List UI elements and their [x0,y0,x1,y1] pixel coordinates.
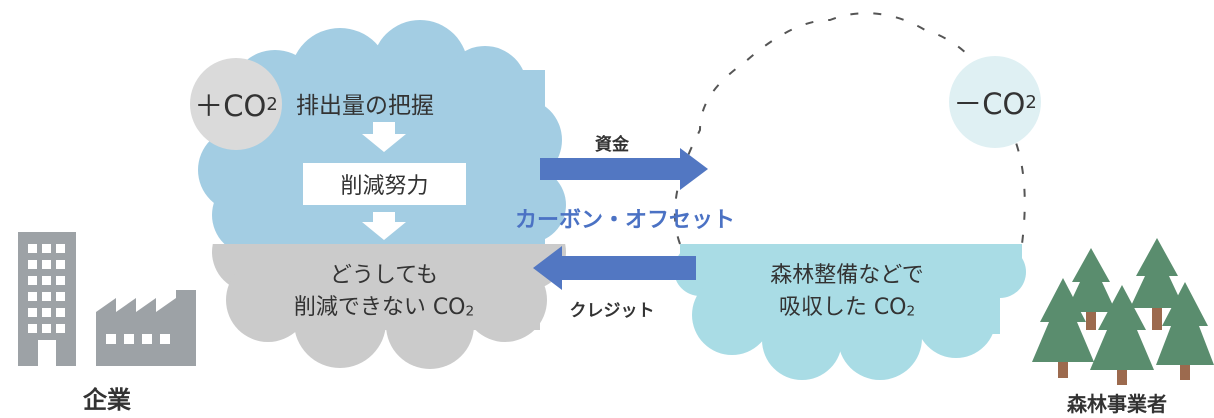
forest-maintenance-line1: 森林整備などで [770,263,924,288]
unavoidable-co2-subscript: 2 [465,303,475,320]
plus-co2-label: ＋CO [194,89,267,123]
emission-grasp-text: 排出量の把握 [296,93,434,119]
carbon-offset-label: カーボン・オフセット [514,208,736,233]
minus-co2-subscript: 2 [1025,91,1037,113]
funding-label: 資金 [595,135,629,155]
absorbed-co2-line2: 吸収した CO2 [779,289,915,321]
unavoidable-co2-line2: 削減できない CO2 [294,289,474,321]
down-arrow-1 [362,122,406,152]
forest-icon [1032,238,1214,385]
credit-arrow [533,246,696,290]
minus-co2-label: －CO [953,87,1026,121]
reduction-effort-box: 削減努力 [303,163,466,205]
right-cloud-lower [674,244,1026,380]
company-icon [18,232,196,366]
down-arrow-2 [362,212,406,240]
plus-co2-subscript: 2 [266,93,278,115]
absorbed-co2-text: 吸収した CO [778,295,907,320]
right-cloud-dashed-outline [673,12,1026,245]
absorbed-co2-subscript: 2 [906,303,916,320]
unavoidable-co2-text: 削減できない CO [293,295,466,320]
funding-arrow [540,148,708,190]
company-label: 企業 [83,386,131,414]
reduction-effort-text: 削減努力 [340,174,429,199]
credit-label: クレジット [569,301,655,321]
unavoidable-line1: どうしても [329,263,439,288]
forestry-operator-label: 森林事業者 [1067,392,1167,416]
